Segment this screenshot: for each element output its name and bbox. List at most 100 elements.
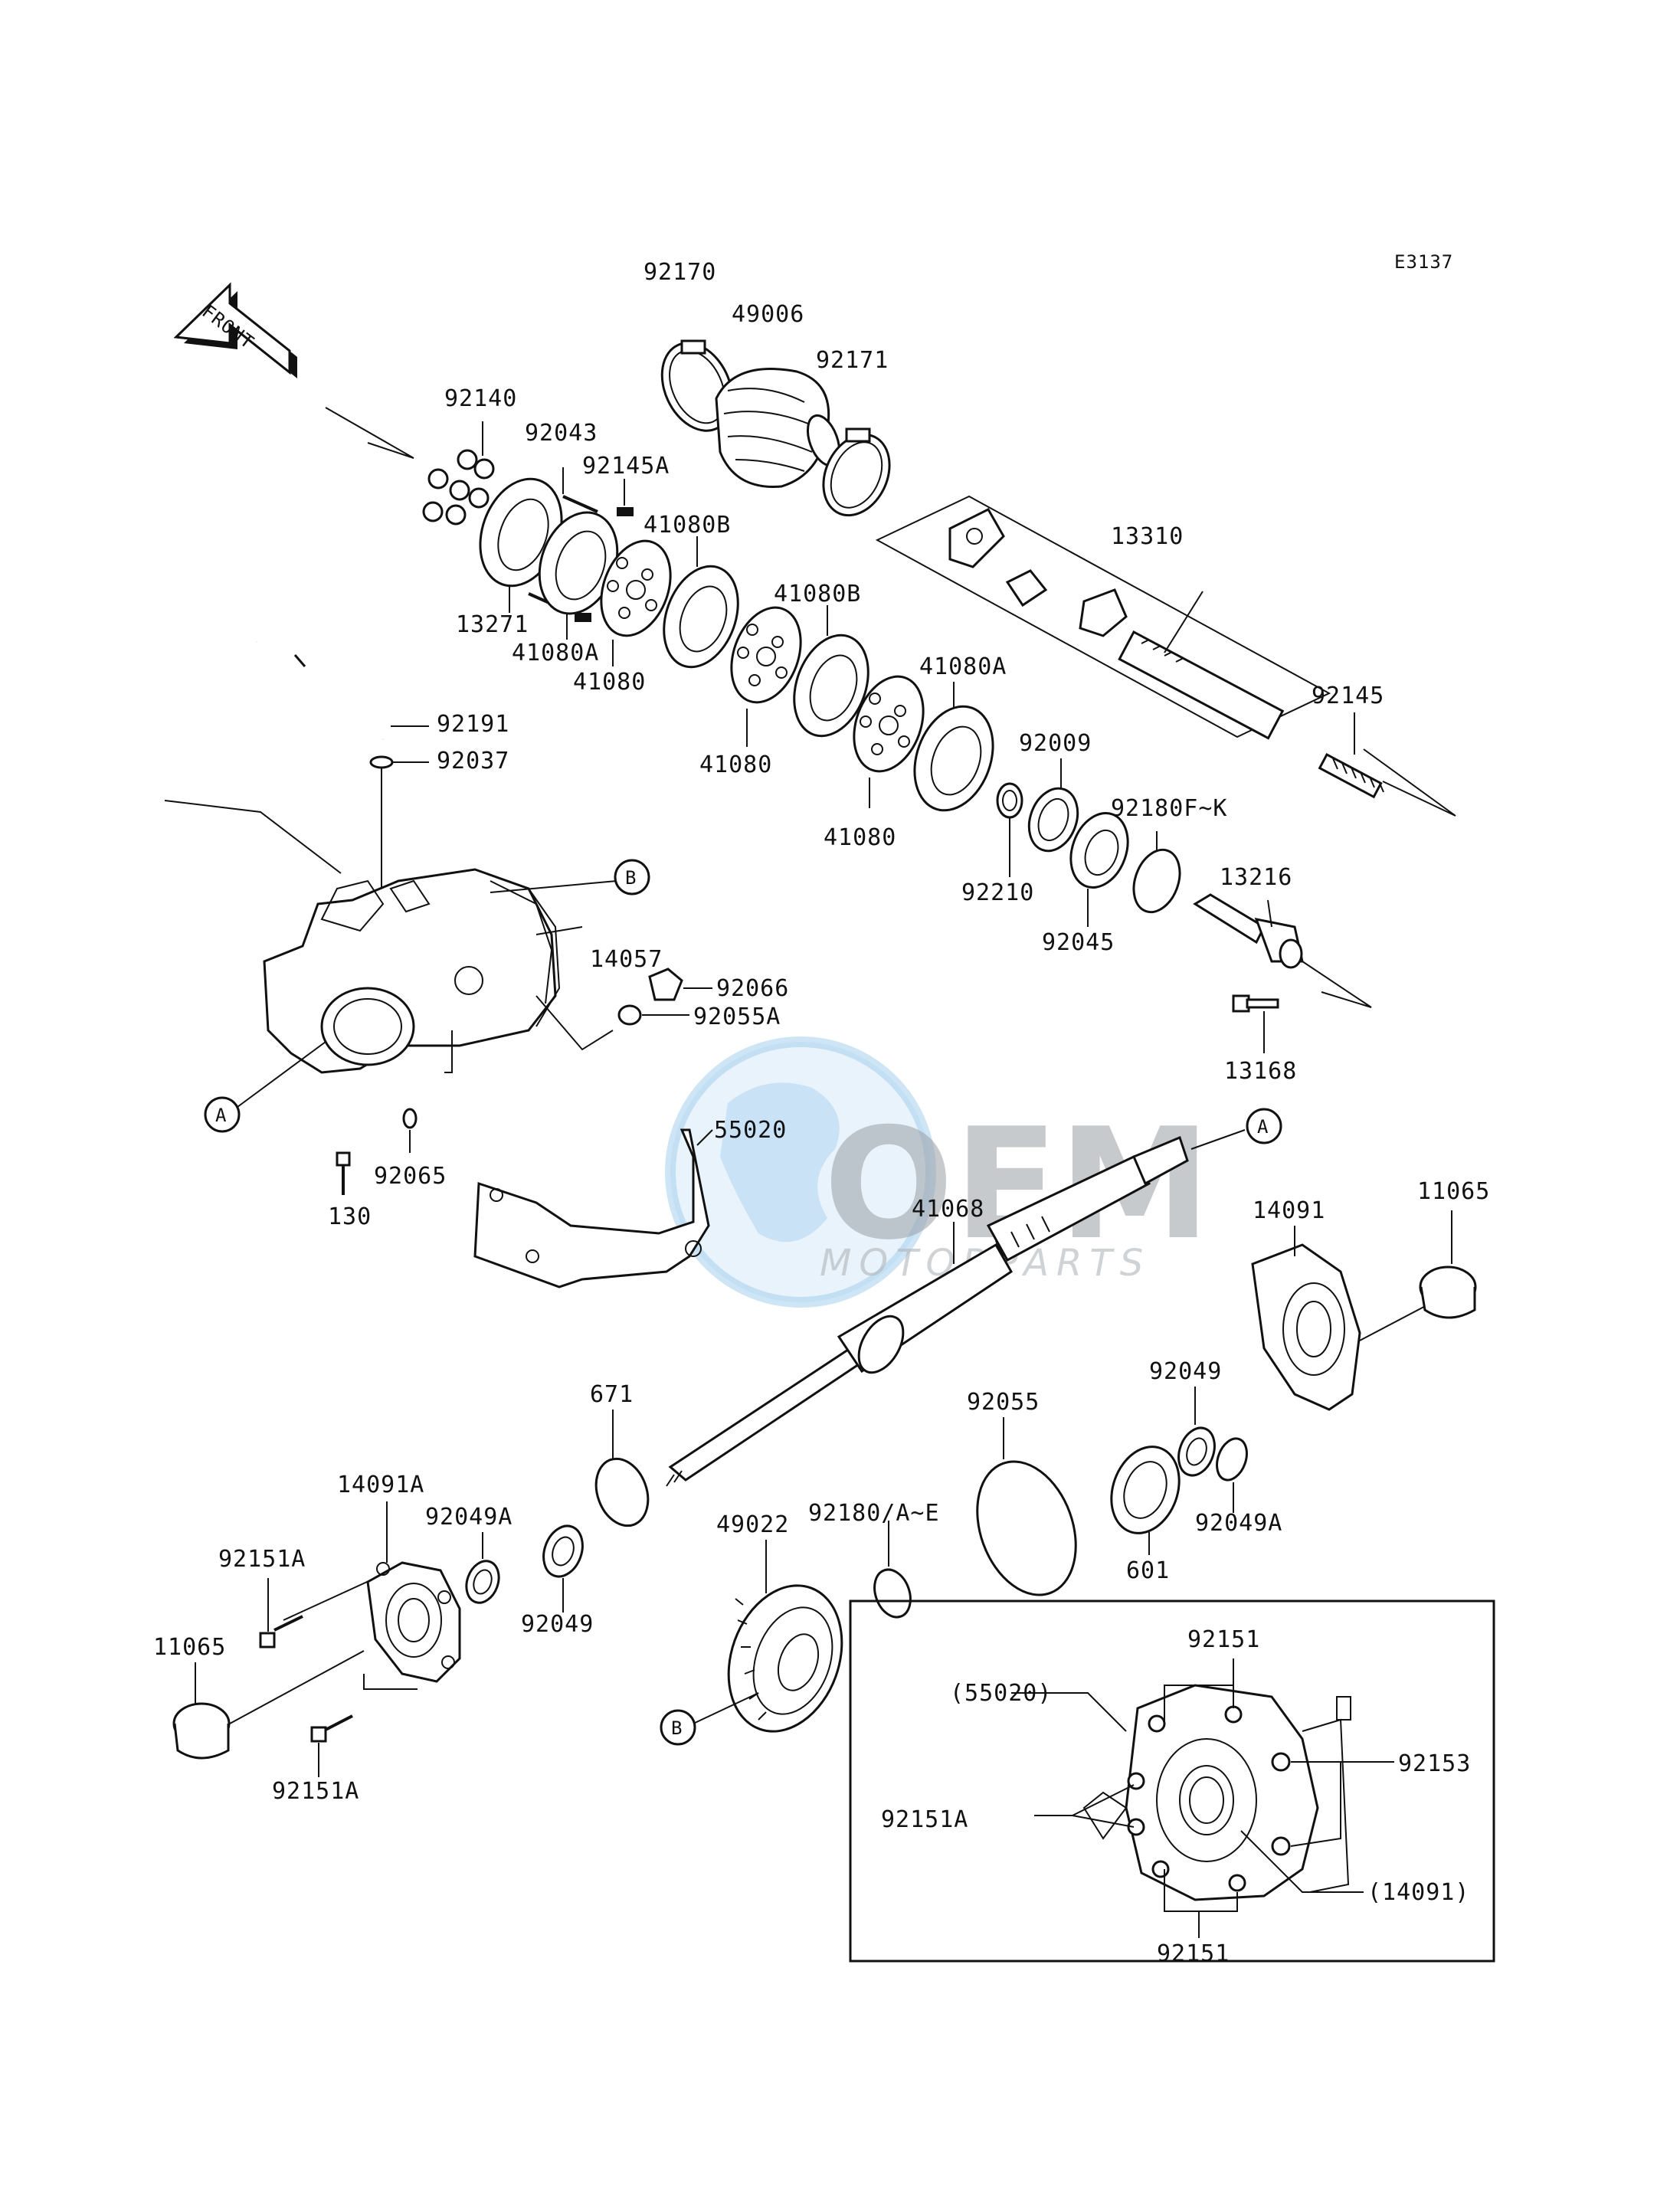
label-92171: 92171	[816, 347, 889, 374]
ref-a2-label: A	[1257, 1116, 1269, 1138]
oring-92049A-right	[1216, 1437, 1248, 1513]
label-92191: 92191	[437, 711, 509, 738]
label-41080A-1: 41080A	[512, 640, 599, 666]
label-41080B-2: 41080B	[774, 581, 861, 607]
plug-92066	[648, 968, 712, 1001]
bracket-55020	[473, 1128, 713, 1288]
bearing-92045	[1069, 812, 1129, 927]
bearing-601	[1110, 1446, 1181, 1555]
label-92210: 92210	[961, 879, 1034, 906]
label-41080-2: 41080	[699, 751, 772, 778]
label-92151-bottom: 92151	[1157, 1940, 1230, 1967]
bolt-92151A-lower	[310, 1714, 353, 1777]
label-13216: 13216	[1220, 864, 1292, 891]
oil-seal-92009	[1027, 758, 1079, 853]
ref-marker-b1: B	[614, 859, 650, 895]
ref-a1-label: A	[215, 1105, 227, 1126]
label-92065: 92065	[374, 1163, 447, 1190]
label-92151-top: 92151	[1187, 1626, 1260, 1653]
label-92145: 92145	[1312, 683, 1384, 709]
label-92049-left: 92049	[521, 1611, 594, 1638]
detail-inset	[849, 1599, 1495, 1963]
bolt-13168	[1232, 994, 1279, 1053]
label-11065-right: 11065	[1417, 1178, 1490, 1205]
oil-seal-92210	[996, 782, 1023, 877]
boot-clamp-92171	[822, 427, 891, 517]
label-49006: 49006	[732, 301, 804, 328]
boot-49006	[715, 368, 841, 488]
label-13310: 13310	[1111, 523, 1184, 550]
label-49022: 49022	[716, 1511, 789, 1538]
label-92055: 92055	[967, 1389, 1040, 1416]
balls-92140	[422, 421, 495, 526]
label-41068: 41068	[912, 1196, 984, 1223]
label-14091A: 14091A	[337, 1472, 424, 1498]
oring-92055	[976, 1417, 1077, 1596]
clip-92037	[369, 755, 429, 889]
friction-disc-41080-3	[853, 675, 925, 808]
ring-gear-49022	[693, 1540, 843, 1733]
label-55020-ref: (55020)	[950, 1680, 1052, 1707]
label-41080A-2: 41080A	[919, 653, 1007, 680]
label-92055A: 92055A	[693, 1004, 781, 1030]
ref-marker-a2: A	[1246, 1108, 1282, 1144]
shim-92180F-K	[1132, 831, 1181, 914]
label-13271: 13271	[456, 611, 529, 638]
seal-92049A-left	[465, 1532, 500, 1604]
label-92140: 92140	[444, 385, 517, 412]
gasket-92055A	[617, 1004, 689, 1026]
label-92180AE: 92180/A~E	[808, 1500, 940, 1527]
label-92037: 92037	[437, 748, 509, 774]
label-41080B-1: 41080B	[644, 512, 731, 539]
pinion-gear-13216	[1193, 893, 1304, 969]
bolt-130	[336, 1151, 351, 1195]
clutch-plate-41080B-1	[663, 536, 739, 669]
label-130: 130	[328, 1203, 372, 1230]
front-arrow-icon: FRONT	[173, 282, 297, 378]
label-92153: 92153	[1398, 1750, 1471, 1777]
ref-marker-b2: B	[660, 1709, 696, 1746]
friction-disc-41080-1	[600, 539, 672, 666]
ref-b2-label: B	[671, 1717, 683, 1739]
boot-clamp-92170	[660, 339, 734, 432]
washer-92065	[402, 1108, 418, 1153]
label-92045: 92045	[1042, 929, 1115, 956]
label-92049A-right: 92049A	[1195, 1510, 1282, 1537]
gear-case-14057	[237, 868, 617, 1108]
label-13168: 13168	[1224, 1058, 1297, 1085]
label-92151A-inset: 92151A	[881, 1806, 968, 1833]
seal-92049-right	[1177, 1387, 1216, 1477]
diagram-code: E3137	[1394, 251, 1453, 273]
spring-92145	[1318, 712, 1384, 799]
clutch-plate-41080B-2	[793, 605, 869, 738]
clutch-plate-41080A-2	[913, 682, 994, 812]
bolt-92151A-upper	[259, 1578, 303, 1649]
label-92180FK: 92180F~K	[1111, 795, 1228, 822]
label-92049-right: 92049	[1149, 1358, 1222, 1385]
label-92066: 92066	[716, 975, 789, 1002]
oring-671	[594, 1410, 650, 1527]
propeller-shaft-13310	[875, 495, 1331, 740]
breather-hose-92191	[255, 639, 429, 740]
label-671: 671	[590, 1381, 634, 1408]
seal-11065-right	[1419, 1210, 1477, 1319]
part-labels: 92170 49006 92171 92140 92043 92145A 410…	[153, 259, 1490, 1967]
housing-14091A	[229, 1501, 461, 1724]
seal-92049-left	[542, 1524, 584, 1613]
seal-11065-left	[172, 1662, 231, 1760]
ref-marker-a1: A	[204, 1096, 241, 1133]
label-92009: 92009	[1019, 730, 1092, 757]
label-92151A-upper: 92151A	[218, 1546, 306, 1573]
housing-14091	[1251, 1226, 1433, 1411]
friction-disc-41080-2	[730, 606, 802, 747]
label-41080-3: 41080	[824, 824, 896, 851]
label-92151A-lower: 92151A	[272, 1778, 359, 1805]
label-601: 601	[1126, 1557, 1170, 1584]
guide-lines	[164, 407, 1456, 1008]
label-55020: 55020	[714, 1117, 787, 1144]
ref-b1-label: B	[625, 867, 637, 889]
shaft-41068	[666, 1129, 1246, 1487]
label-92043: 92043	[525, 420, 598, 447]
springs-92145A	[575, 479, 634, 622]
